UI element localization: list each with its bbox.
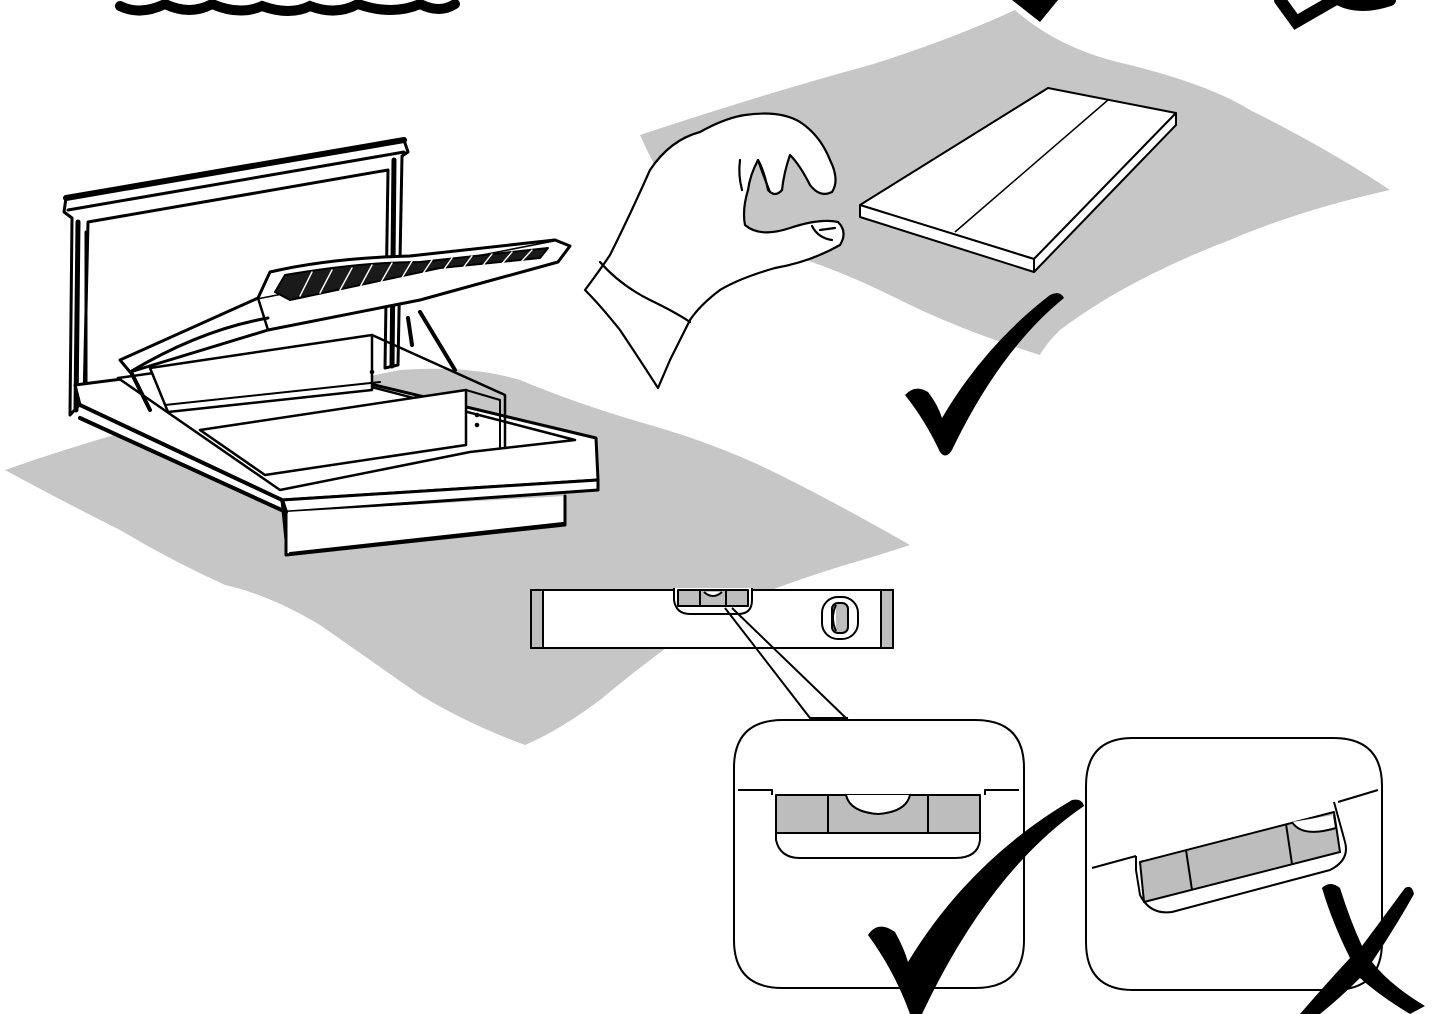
board-panel: [859, 87, 1177, 273]
spirit-level: [530, 588, 894, 721]
headboard: [62, 138, 410, 417]
check-icon: [868, 799, 1084, 1014]
hand-illustration: [583, 112, 845, 390]
cropped-top-marks: [115, 0, 1396, 30]
check-icon: [1012, 0, 1058, 22]
storage-bed: [62, 137, 600, 557]
level-zoom-incorrect: [1085, 737, 1383, 991]
cross-icon: [1300, 884, 1425, 1014]
check-icon: [905, 293, 1064, 456]
cross-icon: [1274, 0, 1396, 30]
